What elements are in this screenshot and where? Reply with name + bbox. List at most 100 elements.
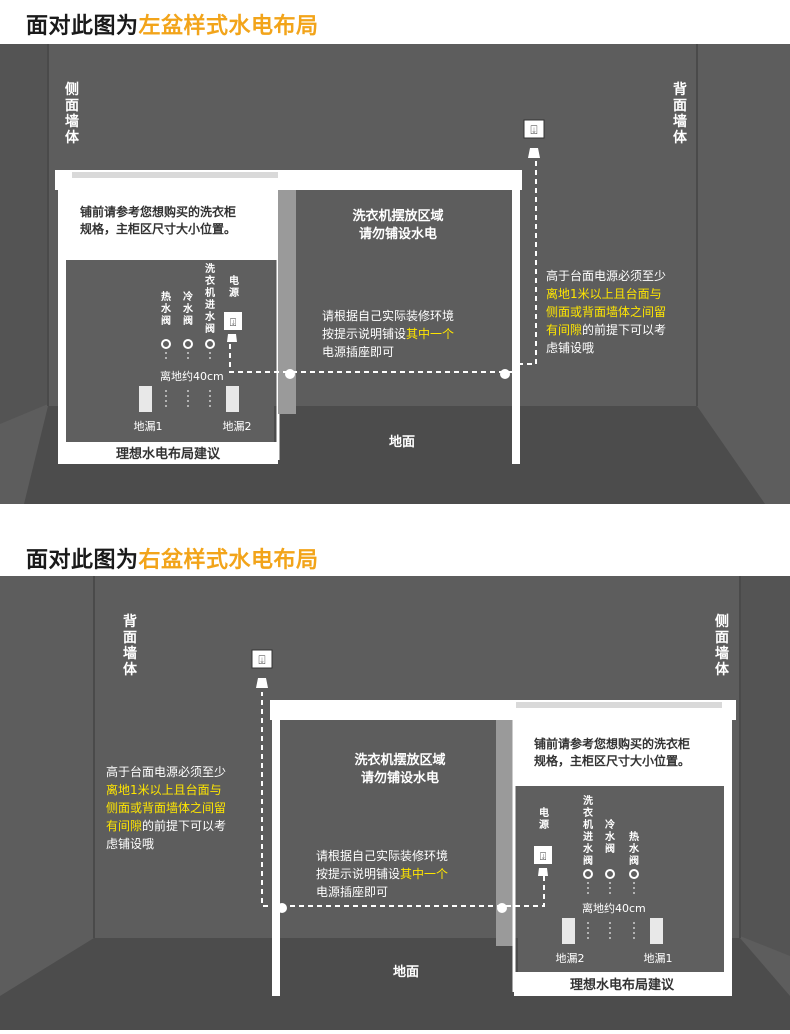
svg-text:衣: 衣 <box>583 806 593 819</box>
svg-text:阀: 阀 <box>183 314 193 327</box>
outlet-line-1: 高于台面电源必须至少 <box>106 764 226 779</box>
outlet-line-5: 虑铺设哦 <box>106 837 154 851</box>
svg-text:衣: 衣 <box>205 274 215 287</box>
cabinet-outlet-icon <box>224 312 242 330</box>
side-wall-char-1: 侧 <box>65 81 79 98</box>
power-route <box>229 160 537 373</box>
floor-label: 地面 <box>389 434 415 450</box>
ideal-layout-box <box>514 972 732 996</box>
drain-1-label: 地漏1 <box>644 952 673 965</box>
diagram-2-panel: 背 面 墙 体 侧 面 墙 体 ⍗ ⍗ 电源 洗衣机进水阀 冷 <box>0 576 790 1030</box>
inner-side-panel <box>278 190 296 414</box>
back-wall-char-1: 背 <box>123 613 137 630</box>
height-label: 离地约40cm <box>582 901 646 915</box>
svg-text:阀: 阀 <box>161 314 171 327</box>
outlet-line-4: 有间隙的前提下可以考 <box>106 818 226 833</box>
cabinet-plug-icon <box>538 868 548 876</box>
right-leg <box>724 720 732 996</box>
washer-zone-line-2: 请勿铺设水电 <box>361 770 439 786</box>
drain-2-pipe <box>562 918 575 944</box>
side-wall-shade <box>740 576 790 956</box>
drain-2-label: 地漏2 <box>223 420 252 433</box>
cabinet-outlet-icon <box>534 846 552 864</box>
high-outlet-icon <box>523 119 545 139</box>
install-line-3: 电源插座即可 <box>322 344 394 359</box>
svg-text:洗: 洗 <box>583 794 593 807</box>
svg-text:水: 水 <box>182 302 194 315</box>
svg-text:⍗: ⍗ <box>258 653 265 667</box>
svg-text:⍗: ⍗ <box>230 316 237 329</box>
outlet-line-1: 高于台面电源必须至少 <box>546 268 666 283</box>
heading-highlight: 右盆样式水电布局 <box>138 548 319 573</box>
route-joint-2 <box>500 369 510 379</box>
drain-2-label: 地漏2 <box>556 952 585 965</box>
hot-valve-icon <box>161 339 171 349</box>
ideal-layout-label: 理想水电布局建议 <box>116 446 221 462</box>
install-line-3: 电源插座即可 <box>316 884 388 899</box>
heading-prefix: 面对此图为 <box>26 14 139 39</box>
install-line-2: 按提示说明铺设其中一个 <box>322 326 454 341</box>
left-leg <box>58 190 66 464</box>
washer-zone-line-2: 请勿铺设水电 <box>359 226 437 242</box>
drain-1-pipe <box>650 918 663 944</box>
side-wall-char-2: 面 <box>715 630 729 646</box>
svg-text:机: 机 <box>583 818 593 831</box>
side-wall-char-2: 面 <box>65 98 79 114</box>
install-line-1: 请根据自己实际装修环境 <box>316 848 448 863</box>
back-wall-char-4: 体 <box>123 661 138 678</box>
route-joint-2 <box>497 903 507 913</box>
svg-text:热: 热 <box>161 290 171 303</box>
washer-zone-line-1: 洗衣机摆放区域 <box>352 208 443 224</box>
outlet-line-4: 有间隙的前提下可以考 <box>546 322 666 337</box>
diagram-1-panel: 侧 面 墙 体 背 面 墙 体 ⍗ ⍗ 热 <box>0 44 790 504</box>
ideal-layout-box <box>58 442 278 464</box>
svg-text:阀: 阀 <box>583 854 593 867</box>
install-line-1: 请根据自己实际装修环境 <box>322 308 454 323</box>
drain-1-pipe <box>139 386 152 412</box>
back-wall-char-2: 面 <box>673 98 687 114</box>
inner-side-panel <box>496 720 514 946</box>
washer-valve-icon <box>583 869 593 879</box>
back-wall-char-3: 墙 <box>123 645 137 662</box>
right-leg <box>512 190 520 464</box>
heading-highlight: 左盆样式水电布局 <box>138 14 319 39</box>
cabinet-interior <box>518 786 724 972</box>
high-plug-icon <box>528 148 540 158</box>
outlet-line-3: 侧面或背面墙体之间留 <box>106 801 226 815</box>
cold-valve-icon <box>183 339 193 349</box>
back-wall-char-3: 墙 <box>673 113 687 130</box>
route-joint-1 <box>285 369 295 379</box>
cabinet-note-line-2: 规格，主柜区尺寸大小位置。 <box>80 221 236 236</box>
washer-zone-line-1: 洗衣机摆放区域 <box>354 752 445 768</box>
svg-text:进: 进 <box>205 298 215 311</box>
back-wall-char-1: 背 <box>673 81 687 98</box>
svg-text:洗: 洗 <box>205 262 215 275</box>
cabinet-note-line-1: 铺前请参考您想购买的洗衣柜 <box>80 204 236 219</box>
high-outlet-icon <box>251 649 273 669</box>
cabinet-note-box <box>58 190 278 260</box>
install-line-2: 按提示说明铺设其中一个 <box>316 866 448 881</box>
cabinet-plug-icon <box>227 334 237 342</box>
side-wall-shade <box>0 44 48 424</box>
heading-prefix: 面对此图为 <box>26 548 139 573</box>
svg-text:水: 水 <box>160 302 172 315</box>
hot-valve-icon <box>629 869 639 879</box>
svg-text:进: 进 <box>583 830 593 843</box>
back-wall-char-2: 面 <box>123 630 137 646</box>
floor-label: 地面 <box>393 964 419 980</box>
diagram-1-svg: 侧 面 墙 体 背 面 墙 体 ⍗ ⍗ 热 <box>0 44 790 504</box>
svg-text:阀: 阀 <box>205 322 215 335</box>
back-wall-char-4: 体 <box>673 129 688 146</box>
svg-text:机: 机 <box>205 286 215 299</box>
cabinet-note-box <box>512 720 732 786</box>
cabinet-note-line-1: 铺前请参考您想购买的洗衣柜 <box>534 736 690 751</box>
outlet-line-2: 离地1米以上且台面与 <box>106 782 222 797</box>
svg-text:水: 水 <box>628 842 640 855</box>
svg-text:水: 水 <box>204 310 216 323</box>
svg-text:阀: 阀 <box>605 842 615 855</box>
route-joint-1 <box>277 903 287 913</box>
washer-valve-icon <box>205 339 215 349</box>
svg-text:源: 源 <box>229 286 239 299</box>
outlet-line-3: 侧面或背面墙体之间留 <box>546 305 666 319</box>
